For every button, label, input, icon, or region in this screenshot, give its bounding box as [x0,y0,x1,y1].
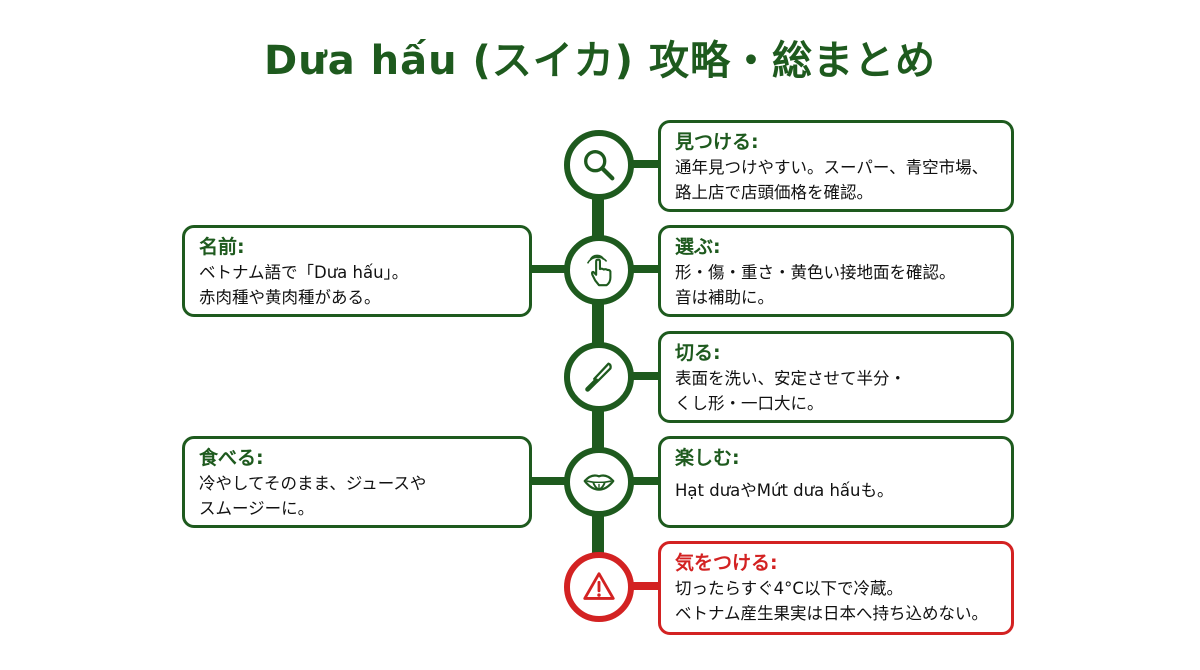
side-line: ベトナム語で「Dưa hấu」。 [199,263,409,282]
step-line: ベトナム産生果実は日本へ持ち込めない。 [675,604,989,623]
step-card-caution: 気をつける: 切ったらすぐ4°C以下で冷蔵。 ベトナム産生果実は日本へ持ち込めな… [658,541,1014,635]
step-heading: 選ぶ: [675,236,721,258]
connector-side-2 [530,477,574,485]
page-title: Dưa hấu (スイカ) 攻略・総まとめ [264,38,936,84]
step-line: 形・傷・重さ・黄色い接地面を確認。 [675,263,956,282]
step-card-choose: 選ぶ: 形・傷・重さ・黄色い接地面を確認。 音は補助に。 [658,225,1014,317]
step-line: くし形・一口大に。 [675,394,824,413]
step-line: 音は補助に。 [675,288,774,307]
magnifier-icon [584,150,615,181]
side-line: スムージーに。 [199,499,315,518]
step-heading: 気をつける: [675,552,778,574]
connector-step-5 [620,582,660,590]
knife-icon [585,362,612,392]
step-line: Hạt dưaやMứt dưa hấuも。 [675,481,894,500]
side-line: 冷やしてそのまま、ジュースや [199,474,427,493]
step-heading: 楽しむ: [675,447,740,469]
step-card-cut: 切る: 表面を洗い、安定させて半分・ くし形・一口大に。 [658,331,1014,423]
finger-tap-icon [586,254,612,287]
warning-icon [583,572,615,600]
step-card-enjoy: 楽しむ: Hạt dưaやMứt dưa hấuも。 [658,436,1014,528]
node-choose [564,235,634,305]
connector-step-4 [620,477,660,485]
connector-step-1 [620,160,660,168]
step-card-find: 見つける: 通年見つけやすい。スーパー、青空市場、 路上店で店頭価格を確認。 [658,120,1014,212]
mouth-icon [583,474,615,491]
node-enjoy [564,447,634,517]
node-cut [564,342,634,412]
side-heading: 食べる: [199,447,264,469]
connector-step-3 [620,372,660,380]
step-heading: 見つける: [675,131,759,153]
step-line: 通年見つけやすい。スーパー、青空市場、 [675,158,989,177]
step-heading: 切る: [675,342,721,364]
side-card-name: 名前: ベトナム語で「Dưa hấu」。 赤肉種や黄肉種がある。 [182,225,532,317]
node-find [564,130,634,200]
side-heading: 名前: [199,236,245,258]
side-card-eat: 食べる: 冷やしてそのまま、ジュースや スムージーに。 [182,436,532,528]
node-caution [564,552,634,622]
step-line: 表面を洗い、安定させて半分・ [675,369,906,388]
step-line: 切ったらすぐ4°C以下で冷蔵。 [675,579,903,598]
step-line: 路上店で店頭価格を確認。 [675,183,873,202]
side-line: 赤肉種や黄肉種がある。 [199,288,381,307]
connector-step-2 [620,265,660,273]
connector-side-1 [530,265,574,273]
